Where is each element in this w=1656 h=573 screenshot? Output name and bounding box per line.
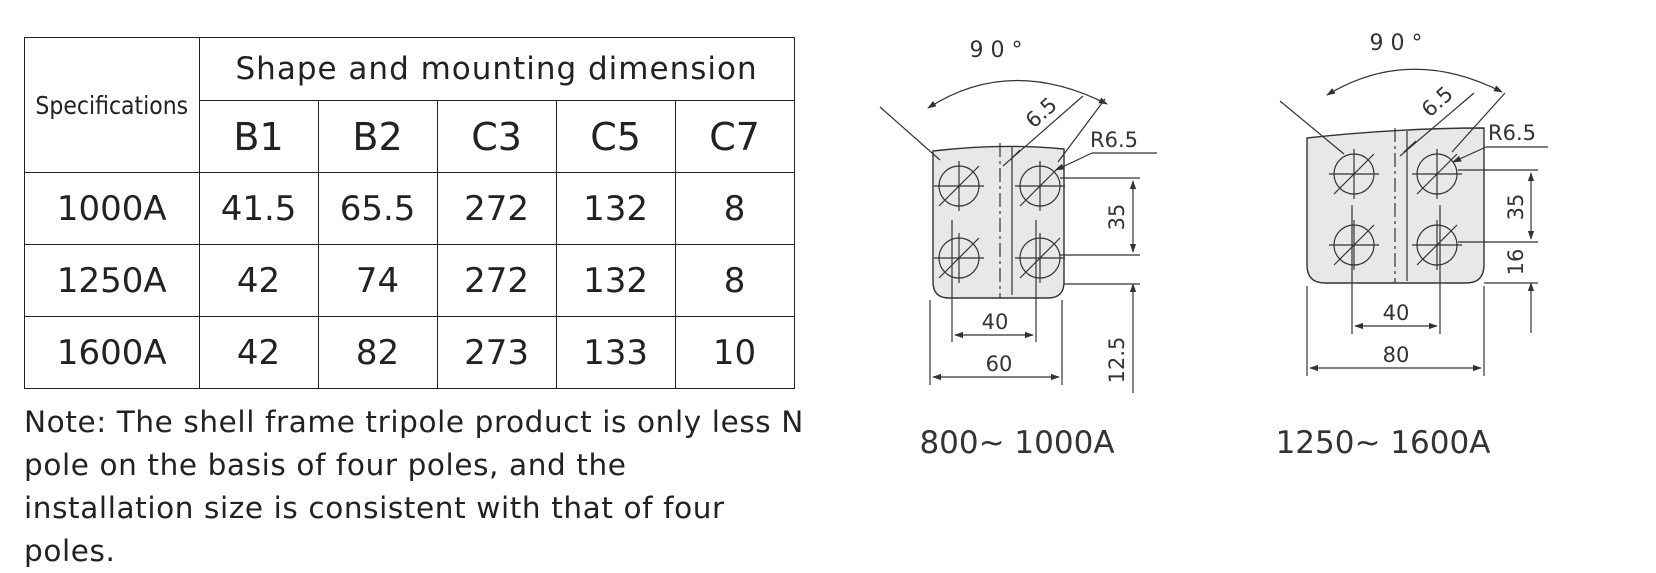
mounting-hole xyxy=(934,233,984,283)
dim-label-40: 40 xyxy=(982,310,1009,334)
radius-label: R6.5 xyxy=(1090,128,1138,152)
row-spec: 1000A xyxy=(24,172,200,245)
mounting-hole xyxy=(934,161,984,211)
cell-c5: 132 xyxy=(555,172,676,245)
dim-label-40: 40 xyxy=(1383,301,1410,325)
cell-c3: 272 xyxy=(436,244,557,317)
cell-b2: 82 xyxy=(317,316,438,389)
caption-800-1000a: 800~ 1000A xyxy=(919,425,1114,461)
mounting-hole xyxy=(1015,161,1065,211)
note-text: Note: The shell frame tripole product is… xyxy=(24,405,804,568)
cell-c5: 132 xyxy=(555,244,676,317)
spec-header-label: Specifications xyxy=(35,90,189,120)
cell-b1: 42 xyxy=(198,244,319,317)
slot-leader xyxy=(1403,140,1417,153)
spec-header-cell: Specifications xyxy=(24,37,200,173)
mounting-drawings: 9 0 ° 6.5 R6.5 35 12.5 40 60 800~ 1000A xyxy=(879,31,1548,461)
dim-label-35: 35 xyxy=(1105,204,1129,231)
cell-c5: 133 xyxy=(555,316,676,389)
mounting-hole xyxy=(1412,149,1462,199)
radius-leader xyxy=(1452,146,1487,163)
cell-c3: 272 xyxy=(436,172,557,245)
slot-leader xyxy=(1009,149,1021,161)
cell-b2: 65.5 xyxy=(317,172,438,245)
radius-label: R6.5 xyxy=(1488,121,1536,145)
mounting-hole xyxy=(1412,220,1462,270)
dim-label-80: 80 xyxy=(1383,343,1410,367)
mounting-hole xyxy=(1329,149,1379,199)
slot-label: 6.5 xyxy=(1417,82,1458,122)
mounting-hole xyxy=(1015,233,1065,283)
mounting-hole xyxy=(1329,220,1379,270)
angle-leader xyxy=(879,106,941,161)
angle-leader xyxy=(1057,98,1106,163)
dim-label-35: 35 xyxy=(1504,194,1528,221)
busbar-plate xyxy=(932,145,1065,299)
angle-label: 9 0 ° xyxy=(970,38,1023,63)
dim-label-60: 60 xyxy=(986,352,1013,376)
col-header-b1: B1 xyxy=(198,100,319,173)
angle-leader xyxy=(1279,100,1345,155)
cell-b1: 41.5 xyxy=(198,172,319,245)
radius-leader xyxy=(1055,152,1093,171)
row-spec: 1600A xyxy=(24,316,200,389)
angle-leader xyxy=(1451,92,1506,153)
table-row: 1600A 42 82 273 133 10 xyxy=(24,316,795,389)
drawing-1250-1600a xyxy=(1279,68,1548,376)
cell-c3: 273 xyxy=(436,316,557,389)
col-header-c5: C5 xyxy=(555,100,676,173)
angle-label: 9 0 ° xyxy=(1370,31,1423,56)
angle-arc xyxy=(1326,68,1503,96)
drawing-800-1000a xyxy=(879,79,1157,393)
cell-c7: 8 xyxy=(674,172,795,245)
dim-label-12-5: 12.5 xyxy=(1105,337,1129,384)
cell-c7: 10 xyxy=(674,316,795,389)
table-row: 1000A 41.5 65.5 272 132 8 xyxy=(24,172,795,245)
slot-leader xyxy=(1399,92,1475,157)
spec-table: Specifications Shape and mounting dimens… xyxy=(24,37,795,389)
caption-1250-1600a: 1250~ 1600A xyxy=(1276,425,1491,461)
angle-arc xyxy=(927,79,1108,109)
group-header: Shape and mounting dimension xyxy=(198,37,795,101)
dim-label-16: 16 xyxy=(1504,249,1528,276)
slot-label: 6.5 xyxy=(1021,93,1062,133)
cell-b1: 42 xyxy=(198,316,319,389)
